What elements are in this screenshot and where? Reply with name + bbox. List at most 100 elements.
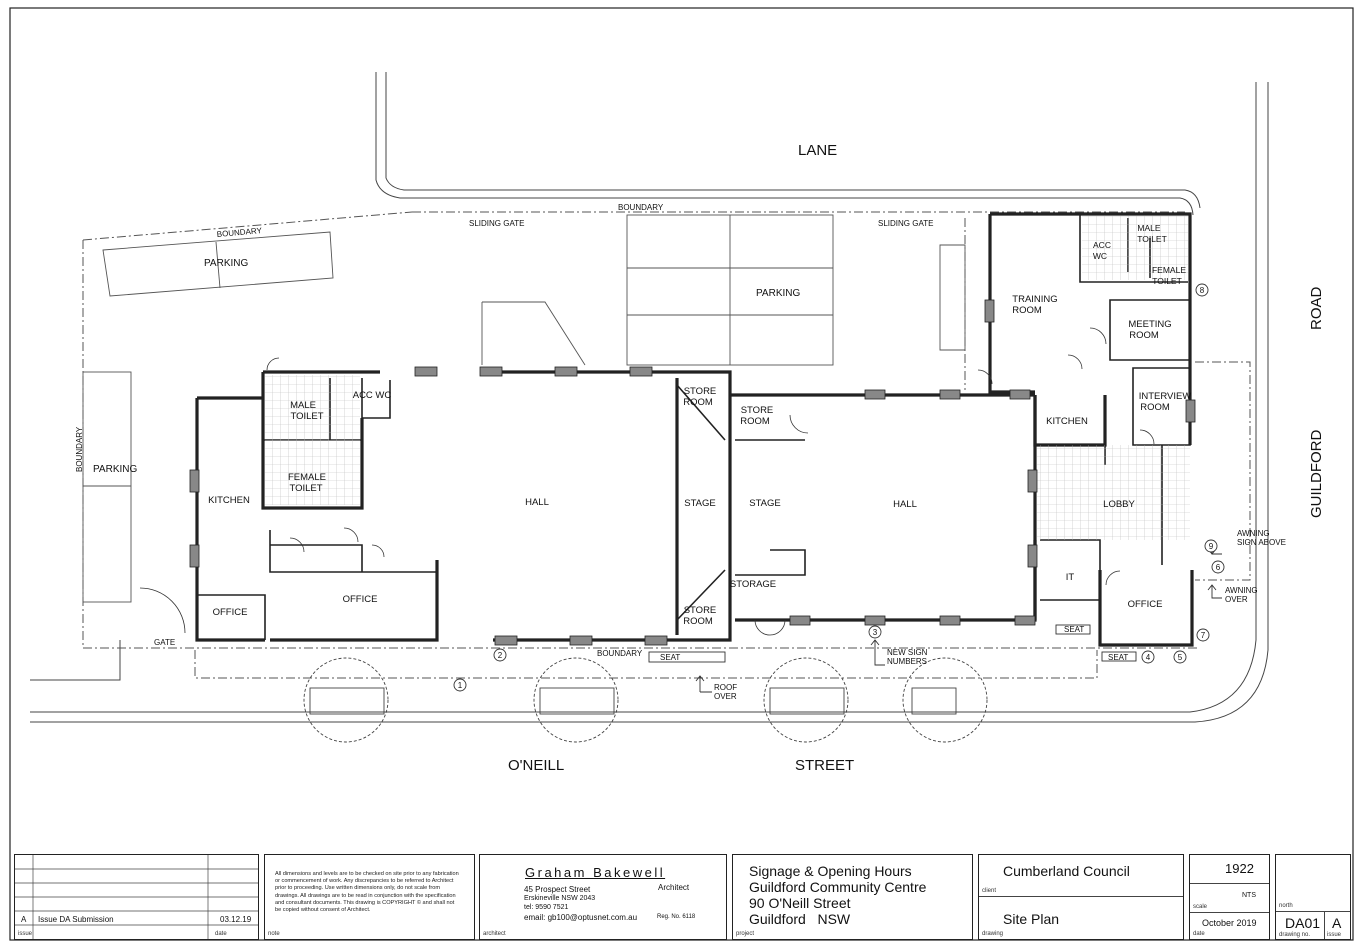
site-labels: BOUNDARY BOUNDARY BOUNDARY BOUNDARY SLID… [75, 203, 1286, 701]
scale-value: NTS [1242, 892, 1256, 899]
street-label-road: ROAD [1308, 286, 1325, 330]
sign-marker-numbers: 1 2 3 4 5 6 7 8 9 [458, 286, 1221, 690]
sign-marker-7: 7 [1201, 631, 1206, 640]
seat-label-1: SEAT [660, 653, 680, 662]
room-female-toilet-2: TOILET [289, 483, 322, 494]
meta-divider-2 [1190, 912, 1269, 913]
street-label-guildford: GUILDFORD [1308, 429, 1325, 518]
boundary-label-south: BOUNDARY [597, 649, 643, 658]
drawing-number-caption: drawing no. [1279, 932, 1311, 938]
room-training-2: ROOM [1012, 305, 1042, 316]
awning-sign-label-1: AWNING [1237, 529, 1270, 538]
room-female-toilet-ne-1: FEMALE [1152, 265, 1186, 275]
room-male-toilet-ne-2: TOILET [1137, 234, 1167, 244]
client-divider [979, 896, 1183, 897]
parking-label-northwest: PARKING [204, 258, 248, 269]
room-interview-1: INTERVIEW [1139, 391, 1192, 402]
architect-block: Graham Bakewell Architect 45 Prospect St… [479, 854, 727, 940]
drawno-vdivider [1324, 911, 1325, 939]
scale-caption: scale [1193, 904, 1208, 910]
room-stage-east: STAGE [749, 498, 781, 509]
room-male-toilet-1: MALE [290, 400, 316, 411]
room-store-sw-1: STORE [684, 605, 717, 616]
sign-marker-5: 5 [1178, 653, 1183, 662]
sign-marker-1: 1 [458, 681, 463, 690]
project-caption: project [736, 931, 755, 937]
project-line-2: Guildford Community Centre [749, 879, 927, 895]
room-hall-east: HALL [893, 499, 917, 510]
room-stage-west: STAGE [684, 498, 716, 509]
room-hall-west: HALL [525, 497, 549, 508]
parking-label-west: PARKING [93, 464, 137, 475]
room-meeting-1: MEETING [1128, 319, 1171, 330]
street-trees [303, 657, 988, 743]
roof-over-label-2: OVER [714, 692, 737, 701]
room-kitchen-west: KITCHEN [208, 495, 250, 506]
room-labels: MALE TOILET ACC WC FEMALE TOILET KITCHEN… [208, 294, 1191, 627]
boundary-label-northwest: BOUNDARY [216, 226, 262, 239]
client-name: Cumberland Council [1003, 863, 1130, 879]
date-caption: date [215, 931, 227, 937]
sheet-border [9, 7, 1354, 941]
street-label-street: STREET [795, 757, 854, 774]
room-acc-wc-2-1: ACC [1093, 240, 1111, 250]
room-female-toilet-ne-2: TOILET [1152, 276, 1182, 286]
room-store-nw-1: STORE [684, 386, 717, 397]
room-office-east: OFFICE [1128, 599, 1163, 610]
room-store-ne-1: STORE [741, 405, 774, 416]
room-acc-wc-2-2: WC [1093, 251, 1107, 261]
drawing-number-block: north DA01 A drawing no. issue [1275, 854, 1351, 940]
new-sign-label-2: NUMBERS [887, 657, 927, 666]
wall-piers [189, 299, 1196, 646]
drawing-number: DA01 [1285, 915, 1321, 931]
awning-sign-label-2: SIGN ABOVE [1237, 538, 1286, 547]
drawing-date: October 2019 [1202, 918, 1257, 928]
seat-outlines [648, 624, 1137, 663]
issue-caption: issue [18, 931, 33, 937]
room-it: IT [1066, 572, 1075, 583]
room-storage: STORAGE [730, 579, 776, 590]
issue-caption-2: issue [1327, 932, 1342, 938]
boundary-label-west: BOUNDARY [75, 426, 84, 472]
issue-row-date: 03.12.19 [220, 915, 252, 924]
architect-role: Architect [658, 883, 690, 892]
architect-caption: architect [483, 931, 506, 937]
street-label-lane: LANE [798, 142, 837, 159]
seat-label-3: SEAT [1108, 653, 1128, 662]
client-caption: client [982, 888, 997, 894]
sign-marker-6: 6 [1216, 563, 1221, 572]
kerb-lines [30, 72, 1269, 723]
room-acc-wc: ACC WC [353, 390, 392, 401]
room-female-toilet-1: FEMALE [288, 472, 326, 483]
room-male-toilet-ne-1: MALE [1137, 223, 1160, 233]
project-line-1: Signage & Opening Hours [749, 863, 912, 879]
sliding-gate-label-2: SLIDING GATE [878, 219, 933, 228]
drawing-issue: A [1332, 915, 1342, 931]
awning-over-label-2: OVER [1225, 595, 1248, 604]
room-labels-small: ACC WC MALE TOILET FEMALE TOILET [1093, 223, 1186, 286]
drawing-caption: drawing [982, 931, 1004, 937]
parking-areas [82, 214, 966, 603]
room-store-sw-2: ROOM [683, 616, 713, 627]
architect-name: Graham Bakewell [525, 865, 666, 880]
issue-row-note: Issue DA Submission [38, 915, 114, 924]
notes-block: All dimensions and levels are to be chec… [264, 854, 475, 940]
room-office-west: OFFICE [213, 607, 248, 618]
architect-reg: Reg. No. 6118 [657, 914, 696, 920]
room-training-1: TRAINING [1012, 294, 1057, 305]
boundary-label-north: BOUNDARY [618, 203, 664, 212]
roof-over-label-1: ROOF [714, 683, 737, 692]
new-sign-label-1: NEW SIGN [887, 648, 928, 657]
room-kitchen-east: KITCHEN [1046, 416, 1088, 427]
room-male-toilet-2: TOILET [290, 411, 323, 422]
room-interview-2: ROOM [1140, 402, 1170, 413]
meta-divider-1 [1190, 883, 1269, 884]
parking-label-north: PARKING [756, 288, 800, 299]
issue-grid [15, 855, 258, 939]
door-swings [139, 327, 1155, 636]
note-caption: note [268, 931, 280, 937]
north-caption: north [1279, 903, 1293, 909]
project-line-4: Guildford NSW [749, 911, 851, 927]
architect-tel: tel: 9590 7521 [524, 904, 569, 911]
